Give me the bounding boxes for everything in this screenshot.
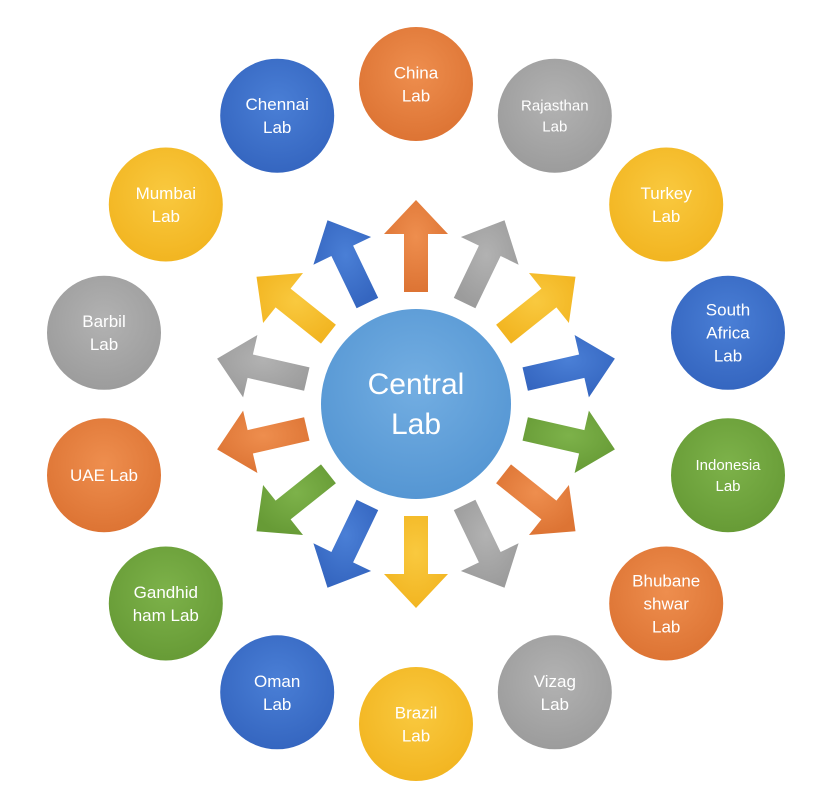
node-label-indonesia-line-2: Lab	[715, 478, 740, 495]
node-label-vizag-line-1: Vizag	[534, 672, 576, 691]
arrow-to-indonesia	[522, 410, 615, 473]
node-label-bhubaneshwar-line-2: shwar	[644, 595, 690, 614]
arrow-to-oman	[313, 499, 379, 588]
node-label-turkey-line-2: Lab	[652, 207, 680, 226]
central-lab-node: Central Lab	[321, 309, 511, 499]
arrows-layer	[217, 200, 615, 608]
node-label-chennai-line-1: Chennai	[246, 95, 309, 114]
arrow-to-china	[384, 200, 448, 292]
node-label-south-africa-line-1: South	[706, 301, 750, 320]
node-circle-barbil	[47, 275, 161, 390]
node-label-oman-line-1: Oman	[254, 672, 300, 691]
node-label-barbil-line-2: Lab	[90, 335, 118, 354]
node-label-brazil-line-1: Brazil	[395, 704, 438, 723]
node-label-bhubaneshwar-line-3: Lab	[652, 618, 680, 637]
central-lab-circle	[321, 309, 511, 499]
arrow-to-chennai	[313, 220, 379, 309]
node-label-rajasthan-line-1: Rajasthan	[521, 97, 589, 114]
node-label-gandhidham-line-2: ham Lab	[133, 606, 199, 625]
node-circle-chennai	[220, 58, 335, 173]
arrow-to-uae	[217, 410, 310, 473]
node-label-barbil-line-1: Barbil	[82, 312, 125, 331]
node-uae: UAE Lab	[47, 418, 161, 533]
node-circle-bhubaneshwar	[609, 546, 724, 661]
node-label-gandhidham-line-1: Gandhid	[134, 583, 198, 602]
node-circle-turkey	[609, 147, 724, 262]
node-circle-vizag	[497, 635, 612, 750]
node-label-turkey-line-1: Turkey	[641, 184, 693, 203]
node-label-chennai-line-2: Lab	[263, 118, 291, 137]
arrow-to-turkey	[496, 273, 576, 344]
arrow-to-gandhidham	[256, 464, 336, 535]
node-label-bhubaneshwar-line-1: Bhubane	[632, 572, 700, 591]
node-circle-brazil	[359, 667, 473, 781]
node-label-rajasthan-line-2: Lab	[542, 118, 567, 135]
node-label-south-africa-line-3: Lab	[714, 347, 742, 366]
node-circle-south-africa	[671, 275, 785, 390]
node-circle-uae	[47, 418, 161, 533]
nodes-layer: ChinaLabRajasthanLabTurkeyLabSouthAfrica…	[47, 27, 785, 781]
node-circle-china	[359, 27, 473, 141]
node-label-mumbai-line-2: Lab	[152, 207, 180, 226]
arrow-to-barbil	[217, 335, 310, 398]
node-label-indonesia-line-1: Indonesia	[695, 457, 761, 474]
central-lab-label-line-2: Lab	[391, 408, 441, 441]
node-label-mumbai-line-1: Mumbai	[136, 184, 196, 203]
node-circle-gandhidham	[108, 546, 223, 661]
node-label-china-line-2: Lab	[402, 87, 430, 106]
node-gandhidham: Gandhid ham Lab	[108, 546, 223, 661]
node-circle-oman	[220, 635, 335, 750]
node-label-vizag-line-2: Lab	[541, 695, 569, 714]
arrow-to-vizag	[453, 499, 519, 588]
arrow-to-bhubaneshwar	[496, 464, 576, 535]
arrow-to-south-africa	[522, 335, 615, 398]
node-label-uae-line-1: UAE Lab	[70, 466, 138, 485]
node-circle-mumbai	[108, 147, 223, 262]
node-circle-indonesia	[671, 418, 785, 533]
node-label-china-line-1: China	[394, 64, 439, 83]
arrow-to-rajasthan	[453, 220, 519, 309]
arrow-to-mumbai	[256, 273, 336, 344]
node-label-south-africa-line-2: Africa	[706, 324, 750, 343]
central-lab-label-line-1: Central	[368, 368, 465, 401]
node-circle-rajasthan	[497, 58, 612, 173]
node-label-brazil-line-2: Lab	[402, 727, 430, 746]
arrow-to-brazil	[384, 516, 448, 608]
node-label-oman-line-2: Lab	[263, 695, 291, 714]
